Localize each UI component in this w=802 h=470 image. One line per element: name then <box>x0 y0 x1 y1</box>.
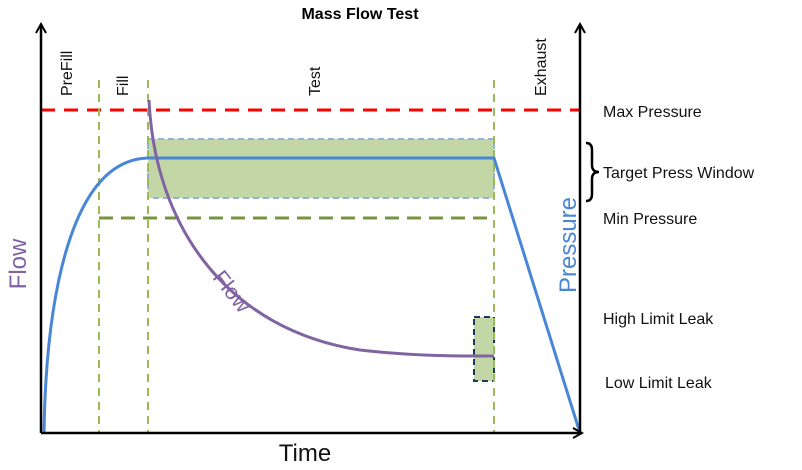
time-axis-label: Time <box>279 440 331 467</box>
target-press-window <box>147 138 495 199</box>
flow-axis-label: Flow <box>5 238 32 289</box>
max-pressure-label: Max Pressure <box>603 104 702 121</box>
pressure-curve <box>42 156 582 434</box>
leak-limit-window <box>473 316 495 382</box>
pressure-axis-label: Pressure <box>555 197 582 293</box>
target-window-brace-icon <box>585 141 600 203</box>
diagram-title: Mass Flow Test <box>301 6 419 23</box>
min-pressure-label: Min Pressure <box>603 211 697 228</box>
phase-label-exhaust: Exhaust <box>533 38 550 96</box>
high-limit-leak-label: High Limit Leak <box>603 311 714 328</box>
phase-label-fill: Fill <box>115 76 132 96</box>
target-window-label: Target Press Window <box>603 165 755 182</box>
phase-label-test: Test <box>307 66 324 96</box>
flow-curve <box>147 99 495 358</box>
phase-label-prefill: PreFill <box>59 51 76 96</box>
low-limit-leak-label: Low Limit Leak <box>605 375 713 392</box>
